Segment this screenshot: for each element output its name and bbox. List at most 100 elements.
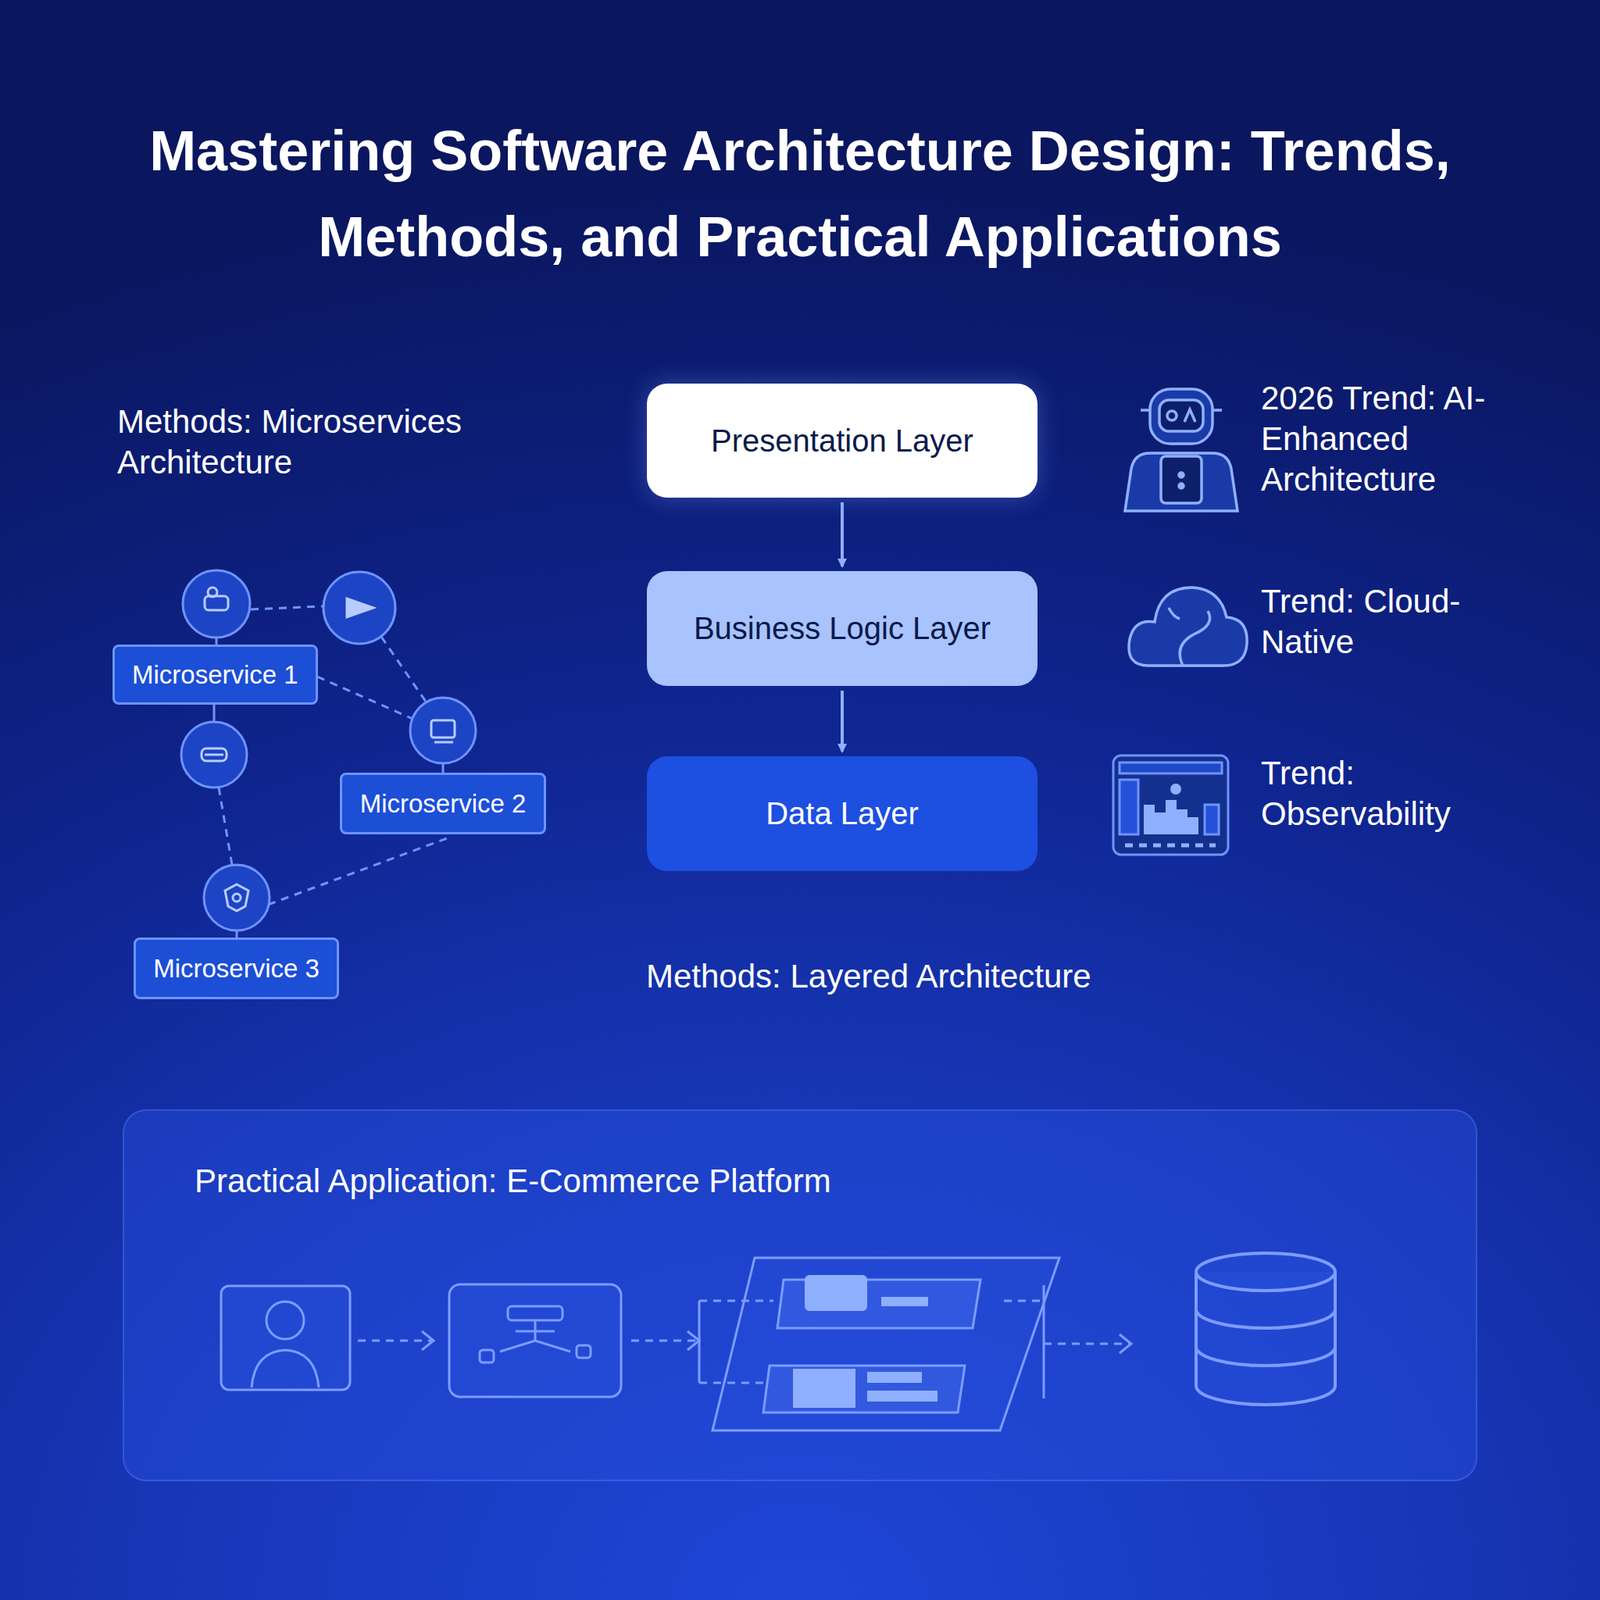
service-glyphs-part xyxy=(207,587,218,597)
diagram-title: Mastering Software Architecture Design: … xyxy=(50,107,1550,280)
service-glyphs-part xyxy=(225,884,249,911)
robot-icon-part xyxy=(1150,389,1213,444)
gateway-icon-part xyxy=(479,1350,494,1363)
services-icon-part xyxy=(881,1296,929,1307)
user-icon-part xyxy=(251,1350,319,1388)
robot-icon-part xyxy=(1159,400,1204,432)
flow-arrows-part xyxy=(699,1382,766,1385)
service-node-circles-part xyxy=(181,721,247,788)
service-box: Microservice 1 xyxy=(112,644,318,705)
service-glyphs-part xyxy=(204,596,229,611)
flow-arrows-part xyxy=(699,1300,774,1303)
database-icon-part xyxy=(1196,1253,1336,1291)
method-label: Methods: Microservices Architecture xyxy=(117,401,540,483)
services-icon-part xyxy=(712,1257,1060,1431)
dashboard-icon xyxy=(1113,755,1229,855)
dashboard-icon-part xyxy=(1125,843,1216,848)
network-links-part xyxy=(317,676,413,719)
network-links-part xyxy=(250,606,323,610)
cloud-icon-part xyxy=(1179,610,1210,666)
services-icon-part xyxy=(804,1275,868,1311)
flow-arrows-part xyxy=(1043,1342,1129,1346)
gateway-icon-part xyxy=(507,1306,563,1321)
dashboard-icon-part xyxy=(1170,783,1182,795)
application-panel: Practical Application: E-Commerce Platfo… xyxy=(122,1109,1478,1482)
services-icon-part xyxy=(792,1368,856,1408)
node-text: Microservice 1 xyxy=(132,660,299,690)
service-box: Microservice 3 xyxy=(133,937,340,1000)
gateway-icon-part xyxy=(500,1340,571,1352)
network-links-part xyxy=(381,636,426,702)
robot-icon-part xyxy=(1184,409,1196,422)
trend-label: Trend: Observability xyxy=(1260,753,1496,835)
robot-icon-part xyxy=(1212,408,1222,412)
services-icon-part xyxy=(867,1371,922,1383)
method-label: Methods: Layered Architecture xyxy=(646,956,1272,997)
node-text: Business Logic Layer xyxy=(693,610,991,647)
database-icon-part xyxy=(1196,1309,1336,1329)
user-icon-part xyxy=(266,1301,304,1340)
service-node-circles-part xyxy=(410,697,476,764)
robot-icon-part xyxy=(1178,483,1184,489)
flow-arrow xyxy=(840,690,844,752)
service-node-circles-part xyxy=(182,570,250,638)
robot-icon-part xyxy=(1167,410,1177,421)
flow-arrows-part xyxy=(1042,1285,1046,1399)
flow-arrows-part xyxy=(421,1331,434,1350)
service-glyphs-part xyxy=(434,741,454,744)
gateway-icon-part xyxy=(576,1345,591,1358)
dashboard-icon-part xyxy=(1204,804,1219,835)
services-icon-part xyxy=(867,1390,938,1402)
flow-arrows-part xyxy=(631,1339,697,1343)
user-icon-part xyxy=(221,1285,350,1390)
trend-label: 2026 Trend: AI-Enhanced Architecture xyxy=(1260,378,1496,500)
service-glyphs xyxy=(201,587,455,911)
robot-icon-part xyxy=(1178,472,1184,478)
services-icon-part xyxy=(763,1365,965,1413)
flow-arrows-part xyxy=(687,1331,700,1350)
service-glyphs-part xyxy=(431,720,455,738)
dashboard-icon-part xyxy=(1143,800,1199,835)
flow-arrow xyxy=(840,502,844,567)
database-icon xyxy=(1196,1253,1336,1405)
flow-arrows-part xyxy=(1119,1334,1132,1354)
flow-arrows-part xyxy=(357,1339,432,1343)
robot-icon xyxy=(1125,389,1238,511)
robot-icon-part xyxy=(1140,408,1150,412)
layer-box: Data Layer xyxy=(646,756,1038,872)
gateway-icon-part xyxy=(515,1330,555,1333)
flow-arrows-part xyxy=(698,1300,701,1383)
robot-icon-part xyxy=(1160,456,1202,504)
node-text: Presentation Layer xyxy=(710,423,974,459)
trend-label: Trend: Cloud-Native xyxy=(1260,581,1496,663)
service-node-circles xyxy=(181,570,476,931)
node-text: Practical Application: E-Commerce Platfo… xyxy=(194,1162,832,1200)
service-box: Microservice 2 xyxy=(339,772,547,835)
gateway-icon-part xyxy=(449,1284,622,1397)
robot-icon-part xyxy=(1125,453,1238,511)
services-icon xyxy=(712,1257,1060,1431)
dashboard-icon-part xyxy=(1119,762,1222,774)
service-glyphs-part xyxy=(232,893,241,902)
cloud-icon xyxy=(1128,587,1247,666)
gateway-icon xyxy=(449,1284,622,1397)
network-links-part xyxy=(267,837,450,905)
node-text: Microservice 2 xyxy=(360,789,527,819)
network-links-part xyxy=(218,787,233,865)
cloud-icon-part xyxy=(1128,587,1247,666)
dashboard-icon-part xyxy=(1113,755,1229,855)
service-node-circles-part xyxy=(323,571,396,644)
node-text: Microservice 3 xyxy=(153,953,320,984)
service-glyphs-part xyxy=(204,753,224,757)
service-node-circles-part xyxy=(203,864,270,931)
service-glyphs-part xyxy=(201,748,227,761)
database-icon-part xyxy=(1196,1346,1336,1366)
layer-box: Business Logic Layer xyxy=(646,571,1038,686)
dashboard-icon-part xyxy=(1119,779,1139,835)
layer-box: Presentation Layer xyxy=(646,383,1038,498)
service-glyphs-part xyxy=(346,598,374,618)
cloud-icon-part xyxy=(1168,607,1180,619)
flow-arrows xyxy=(357,1285,1132,1399)
user-icon xyxy=(221,1285,350,1390)
flow-arrows-part xyxy=(1003,1300,1044,1303)
